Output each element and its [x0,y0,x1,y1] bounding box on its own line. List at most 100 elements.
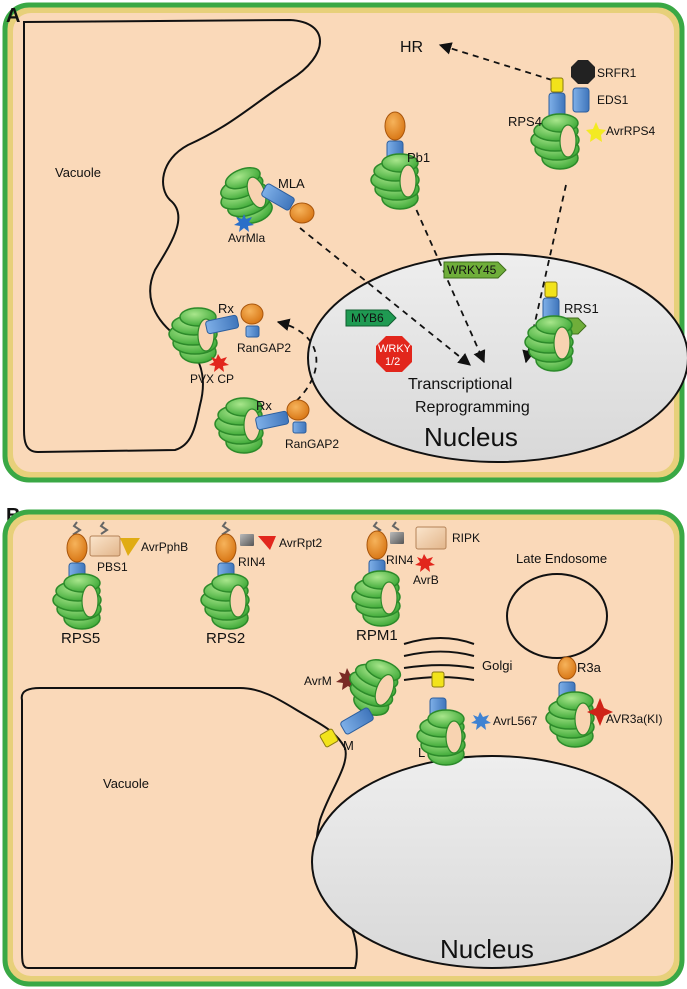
pbs1-box [89,535,121,557]
avrrps4-star [586,122,606,142]
rx-upper-label: Rx [218,301,234,316]
r3a-complex: AVR3a(KI) R3a [545,656,662,748]
panel-a: Vacuole Nucleus Transcriptional Reprogra… [2,2,687,483]
nucleus-b [311,755,673,969]
rin4-box-1 [240,534,254,546]
golgi [403,637,475,681]
rrs1-complex: RRS1 [524,281,599,372]
l-label: L [418,745,425,760]
rx-lower-label: Rx [256,398,272,413]
wrky12-shape [376,336,412,372]
avrmla-label: AvrMla [228,231,265,245]
rps5-label: RPS5 [61,630,100,647]
rin4-2-anchor [391,521,400,531]
wrky45-label: WRKY45 [447,263,497,277]
avrm-label: AvrM [304,674,332,688]
rpm1-label: RPM1 [356,627,398,644]
nucleus-b-label: Nucleus [440,934,534,964]
reprogramming-label: Reprogramming [415,399,530,416]
vacuole-a-label: Vacuole [55,165,101,180]
late-endosome-label: Late Endosome [516,551,607,566]
arrow-rps4-nucleus [522,184,567,364]
vacuole-b [20,687,358,969]
avrrps4-label: AvrRPS4 [606,124,655,138]
rangap2-upper-label: RanGAP2 [237,341,291,355]
pb1-label: Pb1 [407,150,430,165]
pb1-cc [384,111,406,141]
m-label: M [343,738,354,753]
rangap2-upper [245,325,260,338]
avr3a-label: AVR3a(KI) [606,712,662,726]
avrpphb-label: AvrPphB [141,540,188,554]
m-tir [319,728,339,748]
rx-lower-complex: Rx RanGAP2 [214,397,339,454]
rps2-cc [215,533,237,563]
mla-nb [261,183,295,211]
pvx-cp-label: PVX CP [190,372,234,386]
rx-lower-cc [286,399,310,421]
srfr1-octagon [571,60,595,84]
ripk-box [415,526,447,550]
rps4-label: RPS4 [508,114,542,129]
vacuole-a [23,18,321,454]
vacuole-b-label: Vacuole [103,776,149,791]
rrs1-tir [544,281,558,298]
rx-upper-cc [240,303,264,325]
rin4-2-label: RIN4 [386,553,414,567]
wrky12-tag: WRKY 1/2 [376,336,412,372]
mla-label: MLA [278,176,305,191]
avr3a-star [587,698,613,726]
myb6-shape [345,309,397,327]
hr-label: HR [400,39,423,56]
srfr1-label: SRFR1 [597,66,637,80]
arrow-pb1-nucleus [411,199,486,364]
myb6-tag: MYB6 [345,309,397,327]
pb1-complex: Pb1 [370,111,430,210]
avrl567-label: AvrL567 [493,714,538,728]
rpm1-complex: RIPK RIN4 AvrB RPM1 [351,521,480,644]
eds1-box [572,87,590,113]
panel-a-letter: A [6,5,20,27]
m-nb [340,707,374,735]
rrs1-label: RRS1 [564,301,599,316]
avrrpt2-shape [258,536,276,550]
nucleus-a-label: Nucleus [424,422,518,452]
wrky45-tag: WRKY45 [443,261,507,279]
mla-cc [289,202,315,224]
golgi-cisterna-2 [403,650,475,657]
rin4-box-2 [390,532,404,544]
avrb-label: AvrB [413,573,439,587]
pbs1-anchor [99,521,109,535]
golgi-cisterna-3 [403,664,475,669]
rx-lower-nb [255,410,290,431]
rps5-cc [66,533,88,563]
arrow-rx-translocation [276,318,318,409]
arrow-mla-nucleus [299,227,471,366]
r3a-label: R3a [577,660,602,675]
avrl567-star [471,712,491,730]
r3a-cc [557,656,577,680]
rin4-1-label: RIN4 [238,555,266,569]
wrky12-label-line1: WRKY [378,343,412,355]
l-tir [431,671,445,688]
rps4-complex: SRFR1 EDS1 AvrRPS4 RPS4 [508,60,655,170]
rx-upper-complex: Rx RanGAP2 PVX CP [168,301,291,386]
transcriptional-label: Transcriptional [408,376,512,393]
rps2-complex: AvrRpt2 RIN4 RPS2 [200,521,322,647]
late-endosome [506,573,608,659]
ripk-label: RIPK [452,531,480,545]
mla-complex: MLA AvrMla [211,162,315,245]
eds1-label: EDS1 [597,93,629,107]
panel-b: B Vacuole Nucleus Late Endosome Golgi Av… [2,505,685,987]
golgi-cisterna-1 [403,637,475,645]
avrmla-star [234,214,254,232]
wrky45-shape [443,261,507,279]
rps4-tir [550,77,564,93]
rangap2-lower [292,421,307,434]
rpm1-cc [366,530,388,560]
rangap2-lower-label: RanGAP2 [285,437,339,451]
l-complex: AvrL567 L [416,671,538,766]
rps2-label: RPS2 [206,630,245,647]
m-complex: AvrM M [304,651,405,753]
